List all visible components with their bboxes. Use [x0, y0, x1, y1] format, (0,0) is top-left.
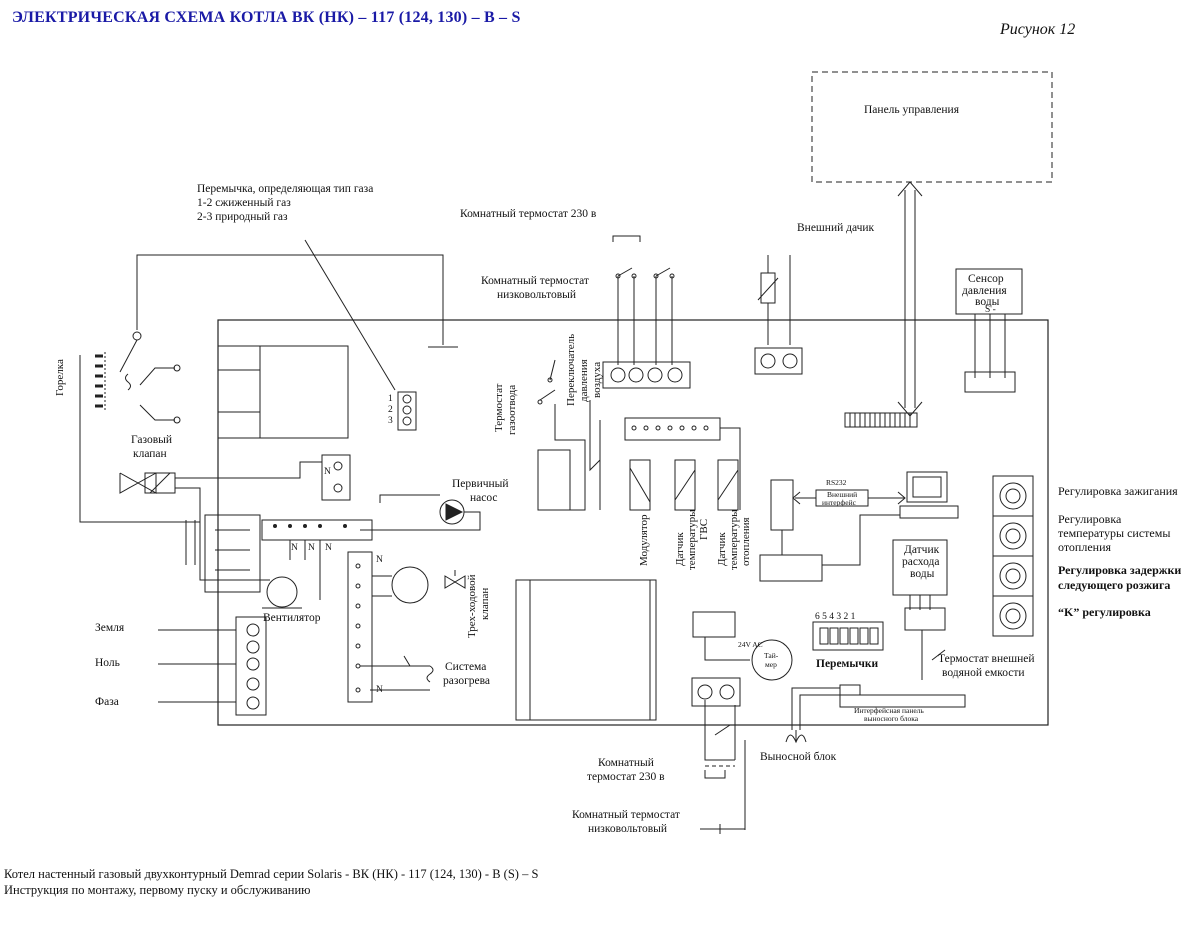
heating-sensor-label-3: отопления [740, 517, 752, 566]
dhw-sensor-label-1: Датчик [674, 532, 686, 566]
air-pressure-switch-label-1: Переключатель [565, 333, 577, 406]
outdoor-sensor-terminal [754, 347, 803, 375]
heating-sensor-label-1: Датчик [716, 532, 728, 566]
control-panel-box [811, 71, 1053, 183]
gas-jumper-label-3: 2-3 природный газ [197, 211, 288, 223]
dhw-sensor-label-3: ГВС [698, 518, 710, 540]
outdoor-sensor-label: Внешний дачик [797, 222, 875, 234]
gas-jumper-connector [397, 391, 417, 431]
adjustment-potentiometers [992, 475, 1034, 637]
heating-sensor-label-2: температуры [728, 509, 740, 570]
fan-label: Вентилятор [263, 612, 321, 624]
gas-valve-icon [119, 472, 176, 494]
v24ac-label: 24V AC [738, 640, 763, 649]
pressure-sensor-box [955, 268, 1023, 315]
gas-valve-label-2: клапан [133, 448, 167, 460]
ground-label: Земля [95, 622, 125, 634]
timer-label-1: Тай- [764, 651, 779, 660]
phase-label: Фаза [95, 696, 119, 708]
fan-n-mark-1: N [291, 543, 298, 553]
three-way-valve-motor [391, 566, 429, 604]
room-thermostat-top-switches [615, 267, 675, 279]
footer-line-2: Инструкция по монтажу, первому пуску и о… [4, 883, 311, 897]
ext-interface-label-1: Внешний [827, 490, 858, 499]
room-thermostat-230-top-label: Комнатный термостат 230 в [460, 208, 597, 220]
modulator-label: Модулятор [638, 514, 650, 566]
gas-valve-label-1: Газовый [131, 434, 173, 446]
ignition-adj-label: Регулировка зажигания [1058, 484, 1178, 498]
fan-n-mark-3: N [325, 543, 332, 553]
jumpers-block [812, 621, 884, 651]
gas-jumper-pin-3: 3 [388, 416, 393, 426]
remote-panel-label-2: выносного блока [864, 714, 919, 723]
flue-thermostat-label-1: Термостат [493, 383, 505, 432]
footer-line-1: Котел настенный газовый двухконтурный De… [4, 867, 539, 881]
panel-link-arrow [897, 181, 923, 417]
burner-switch [119, 331, 181, 424]
gas-valve-n-mark: N [324, 467, 331, 477]
gas-jumper-pin-2: 2 [388, 405, 393, 415]
ext-tank-thermostat-label-2: водяной емкости [942, 667, 1025, 679]
burner-label: Горелка [54, 359, 66, 396]
reignition-delay-label-2: следующего розжига [1058, 578, 1171, 592]
rs232-label: RS232 [826, 478, 847, 487]
mains-terminal-block [235, 616, 267, 716]
burner-icon [95, 352, 106, 412]
burner-wire [136, 254, 444, 345]
gas-jumper-label-2: 1-2 сжиженный газ [197, 197, 291, 209]
control-panel-label: Панель управления [864, 104, 960, 116]
pressure-sensor-label-2: давления [962, 285, 1007, 297]
k-adj-label: “K” регулировка [1058, 605, 1151, 619]
reignition-delay-label-1: Регулировка задержки [1058, 563, 1182, 577]
heating-temp-adj-label-3: отопления [1058, 540, 1112, 554]
gas-jumper-pin-1: 1 [388, 394, 393, 404]
pressure-sensor-pins: S - [985, 305, 996, 315]
timer-icon [751, 639, 793, 681]
figure-caption: Рисунок 12 [1000, 21, 1076, 38]
primary-pump-label-1: Первичный [452, 478, 509, 490]
three-way-valve-label-2: клапан [479, 587, 491, 620]
valve-n-mark-top: N [376, 555, 383, 565]
timer-label-2: мер [765, 660, 777, 669]
room-thermostat-low-label-1: Комнатный термостат [481, 275, 589, 287]
pressure-sensor-label-3: воды [975, 296, 1000, 308]
valve-n-mark-bottom: N [376, 685, 383, 695]
air-pressure-switch-label-2: давления [578, 359, 590, 402]
heating-system-label-1: Система [445, 661, 487, 673]
heating-temp-adj-label-1: Регулировка [1058, 512, 1122, 526]
remote-panel-label-1: Интерфейсная панель [854, 706, 924, 715]
ext-interface-label-2: интерфейс [822, 498, 856, 507]
flow-sensor-label-1: Датчик [904, 544, 940, 556]
dhw-sensor-label-2: температуры [686, 509, 698, 570]
flow-sensor-label-2: расхода [902, 556, 940, 568]
room-thermostat-low-bottom-label-1: Комнатный термостат [572, 809, 680, 821]
flow-sensor-label-3: воды [910, 568, 935, 580]
room-thermostat-230-bottom-label-1: Комнатный [598, 757, 654, 769]
room-thermostat-low-bottom-label-2: низковольтовый [588, 823, 668, 835]
room-thermostat-terminal [602, 361, 691, 389]
main-board [217, 319, 1049, 726]
heating-system-label-2: разогрева [443, 675, 491, 687]
computer-icon [899, 471, 959, 519]
ext-tank-thermostat-label-1: Термостат внешней [938, 653, 1035, 665]
remote-unit-label: Выносной блок [760, 751, 837, 763]
fan-n-mark-2: N [308, 543, 315, 553]
flue-thermostat-label-2: газоотвода [506, 384, 518, 435]
room-thermostat-230-bottom-label-2: термостат 230 в [587, 771, 665, 783]
remote-terminal [691, 677, 741, 707]
three-way-valve-label-1: Трех-ходовой [466, 574, 478, 638]
air-pressure-switch-label-3: воздуха [591, 361, 603, 398]
page-title: ЭЛЕКТРИЧЕСКАЯ СХЕМА КОТЛА ВК (НК) – 117 … [12, 9, 521, 26]
room-thermostat-low-label-2: низковольтовый [497, 289, 577, 301]
primary-pump-label-2: насос [470, 492, 498, 504]
jumper-numbers: 6 5 4 3 2 1 [815, 612, 856, 622]
jumpers-label: Перемычки [816, 658, 879, 670]
neutral-label: Ноль [95, 657, 120, 669]
heating-temp-adj-label-2: температуры системы [1058, 526, 1171, 540]
fan-icon [266, 576, 298, 608]
pressure-sensor-label-1: Сенсор [968, 273, 1004, 285]
gas-jumper-label-1: Перемычка, определяющая тип газа [197, 183, 374, 195]
